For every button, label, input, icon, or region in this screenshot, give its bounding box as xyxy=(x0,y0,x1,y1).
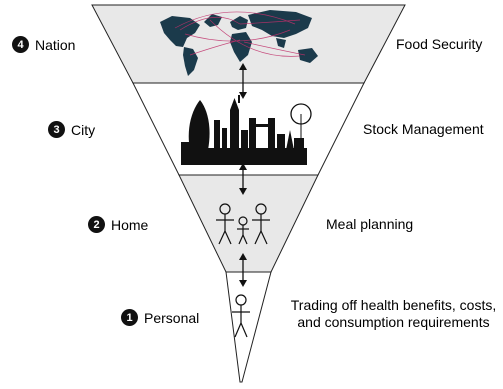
level-name: Home xyxy=(111,216,149,233)
level-number-badge: 1 xyxy=(121,309,138,326)
double-arrow-home-personal xyxy=(239,253,247,287)
level-number-badge: 4 xyxy=(12,36,29,53)
level-number-badge: 3 xyxy=(48,121,65,138)
level-description-home: Meal planning xyxy=(326,216,414,232)
level-name: Personal xyxy=(144,309,200,326)
level-label-personal: 1 Personal xyxy=(121,309,199,326)
family-icon xyxy=(216,203,270,245)
double-arrow-nation-city xyxy=(239,63,247,99)
level-description-personal: Trading off health benefits, costs, and … xyxy=(290,297,497,330)
band-home xyxy=(178,174,319,273)
world-map-icon xyxy=(160,10,318,76)
level-name: City xyxy=(71,121,96,138)
level-label-home: 2 Home xyxy=(88,216,148,233)
level-description-city: Stock Management xyxy=(363,121,484,137)
level-name: Nation xyxy=(35,36,76,53)
double-arrow-city-home xyxy=(239,163,247,195)
level-label-nation: 4 Nation xyxy=(12,36,75,53)
level-description-nation: Food Security xyxy=(396,36,483,52)
level-label-city: 3 City xyxy=(48,121,95,138)
city-skyline-icon xyxy=(181,95,312,165)
level-number-badge: 2 xyxy=(88,216,105,233)
band-personal xyxy=(225,271,272,383)
person-icon xyxy=(232,294,250,338)
